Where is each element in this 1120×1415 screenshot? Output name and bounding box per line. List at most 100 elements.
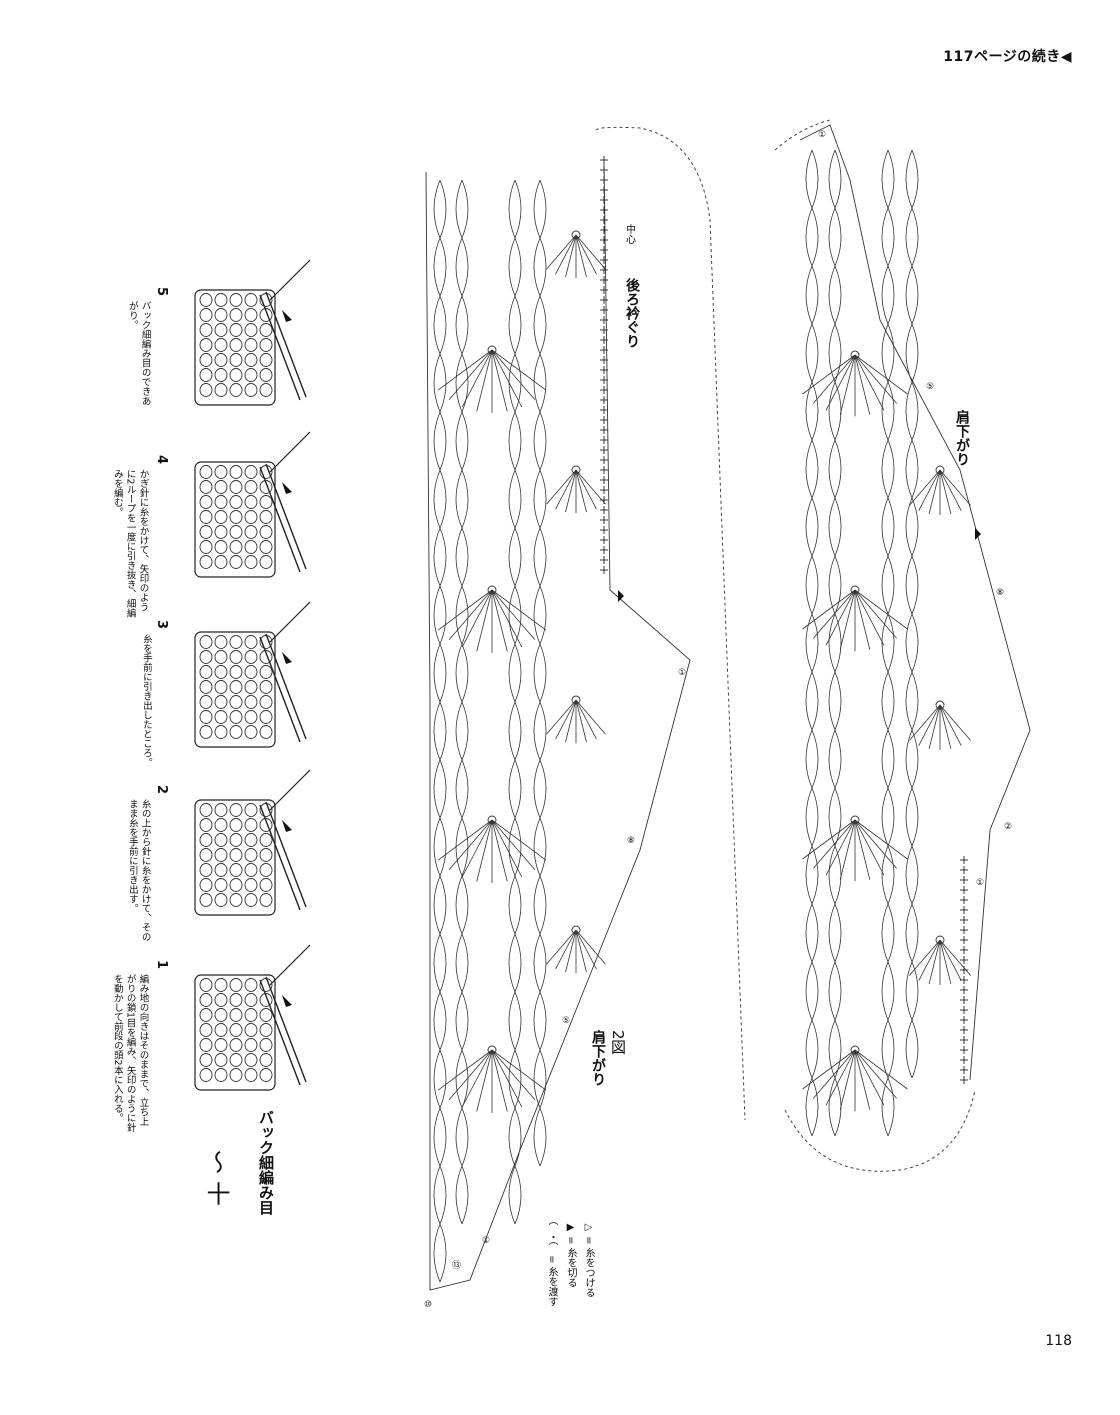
stitch-loop [214, 1068, 228, 1082]
chain-arc [805, 1077, 813, 1137]
stitch-loop [244, 725, 258, 739]
chain-arc [461, 179, 469, 239]
chain-arc [461, 701, 469, 761]
stitch-loop [199, 540, 213, 554]
chain-arc [508, 295, 516, 355]
right-row-mark-1b: ① [976, 878, 985, 888]
chain-arc [905, 149, 913, 209]
chain-arc [881, 961, 889, 1021]
chain-arc [433, 817, 441, 877]
chain-arc [905, 381, 913, 441]
chain-arc [881, 613, 889, 673]
chain-arc [887, 845, 895, 905]
stitch-loop [229, 540, 243, 554]
stitch-loop [229, 1068, 243, 1082]
stitch-loop [244, 1008, 258, 1022]
chain-arc [533, 991, 541, 1051]
fan-spoke [565, 469, 577, 513]
chain-arc [811, 671, 819, 731]
fan-spoke [918, 469, 941, 511]
fan-spoke [491, 349, 547, 391]
chain-arc [887, 961, 895, 1021]
left-row-mark-10: ⑩ [424, 1300, 433, 1310]
stitch-loop [214, 680, 228, 694]
stitch-loop [199, 465, 213, 479]
step-2-number: 2 [154, 785, 169, 795]
chain-arc [828, 439, 836, 499]
stitch-loop [244, 338, 258, 352]
stitch-loop [259, 368, 273, 382]
stitch-loop [259, 480, 273, 494]
chain-arc [433, 1107, 441, 1167]
chain-arc [834, 207, 842, 267]
left-fan-4 [437, 1045, 547, 1113]
chain-arc [508, 991, 516, 1051]
stitch-loop [214, 710, 228, 724]
stitch-loop [214, 993, 228, 1007]
fan-spoke [854, 354, 885, 411]
stitch-loop [199, 978, 213, 992]
chain-arc [911, 729, 919, 789]
stitch-loop [229, 510, 243, 524]
stitch-loop [229, 555, 243, 569]
stitch-loop [199, 293, 213, 307]
chain-arc [439, 353, 447, 413]
chain-arc [439, 295, 447, 355]
chain-arc [439, 237, 447, 297]
fan-spoke [854, 589, 871, 650]
step-5-number: 5 [154, 287, 169, 297]
fan-spoke [491, 1049, 508, 1112]
chain-arc [508, 643, 516, 703]
stitch-loop [214, 848, 228, 862]
fan-spoke [461, 819, 493, 878]
chain-arc [905, 787, 913, 847]
chain-arc [911, 439, 919, 499]
stitch-loop [229, 323, 243, 337]
left-fan-upper-4 [546, 925, 606, 974]
chain-arc [881, 265, 889, 325]
fan-spoke [854, 819, 908, 860]
stitch-loop [199, 353, 213, 367]
fan-spoke [802, 589, 856, 630]
chain-arc [508, 817, 516, 877]
swatch-illustration-4 [194, 431, 311, 578]
fan-spoke [448, 819, 493, 871]
fan-spoke [448, 1049, 493, 1101]
left-chain-column-2 [455, 179, 469, 1225]
chain-arc [887, 555, 895, 615]
chain-arc [881, 787, 889, 847]
fan-spoke [555, 469, 577, 510]
stitch-loop [244, 383, 258, 397]
stitch-loop [199, 710, 213, 724]
chain-arc [905, 265, 913, 325]
fan-spoke [939, 704, 962, 746]
fan-spoke [565, 929, 577, 973]
fan-spoke [813, 589, 856, 639]
chain-arc [828, 323, 836, 383]
stitch-loop [259, 525, 273, 539]
chain-arc [433, 353, 441, 413]
stitch-loop [214, 1023, 228, 1037]
fan-spoke [909, 704, 941, 741]
chain-arc [514, 991, 522, 1051]
chain-arc [805, 845, 813, 905]
stitch-loop [199, 725, 213, 739]
fan-spoke [939, 939, 952, 985]
chain-arc [828, 555, 836, 615]
chain-arc [911, 903, 919, 963]
fan-spoke [555, 699, 577, 740]
fan-spoke [854, 819, 897, 869]
stitch-loop [214, 293, 228, 307]
chain-arc [433, 759, 441, 819]
chain-arc [439, 875, 447, 935]
chain-arc [439, 933, 447, 993]
chain-arc [805, 671, 813, 731]
fan-center [850, 815, 860, 825]
stitch-loop [199, 863, 213, 877]
stitch-loop [244, 495, 258, 509]
stitch-loop [244, 833, 258, 847]
chain-arc [911, 555, 919, 615]
left-fan-3 [437, 815, 547, 883]
stitch-loop [244, 510, 258, 524]
